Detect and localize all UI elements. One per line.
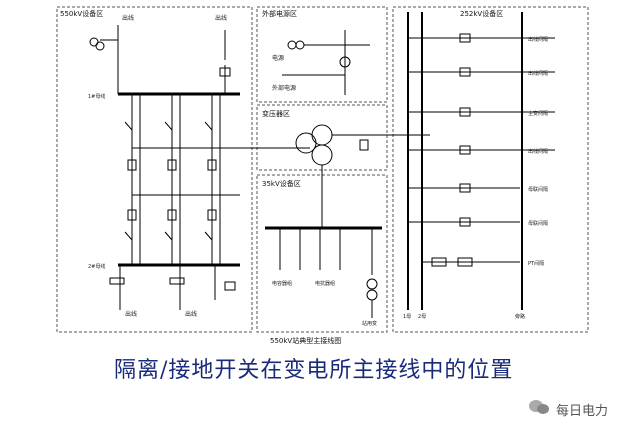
watermark: 每日电力: [528, 398, 608, 420]
line-top2-label: 出线: [215, 14, 227, 22]
row1-label: 出线间隔: [528, 36, 548, 43]
row4-label: 出线间隔: [528, 148, 548, 155]
station-tr-label: 站用变: [362, 320, 377, 327]
transformer-winding-2: [311, 124, 333, 146]
bus1-label: 1#母线: [88, 93, 105, 100]
bypass-label: 旁路: [515, 313, 525, 320]
bay-1: [124, 94, 141, 265]
diagram-title: 550kV站典型主接线图: [270, 336, 341, 345]
row5-label: 母联间隔: [528, 186, 548, 193]
row6-label: 母联间隔: [528, 220, 548, 227]
zone-500kv-label: 550kV设备区: [60, 9, 103, 18]
zone-252kv-box: [392, 6, 589, 333]
bus-252-2-label: 2母: [418, 314, 426, 320]
zone-transformer-label: 变压器区: [262, 109, 290, 118]
row7-label: PT间隔: [528, 260, 544, 267]
zone-35kv-label: 35kV设备区: [262, 179, 301, 188]
row2-label: 出线间隔: [528, 70, 548, 77]
bus2-label: 2#母线: [88, 263, 105, 270]
ext2-label: 外部电源: [272, 84, 296, 92]
bay-2: [164, 94, 181, 265]
zone-external-box: [256, 6, 388, 103]
bus-252-1-label: 1母: [403, 314, 411, 320]
bay-3: [204, 94, 221, 265]
zone-external-label: 外部电源区: [262, 9, 297, 18]
line-top-label: 出线: [122, 14, 134, 22]
figure-caption: 隔离/接地开关在变电所主接线中的位置: [114, 358, 514, 383]
wechat-icon: [528, 398, 550, 420]
transformer-winding-3: [311, 144, 333, 166]
cap2-label: 电抗器组: [315, 280, 335, 287]
ext1-label: 电源: [272, 54, 284, 62]
zone-252kv-label: 252kV设备区: [460, 9, 503, 18]
watermark-text: 每日电力: [556, 403, 609, 419]
bottom2-label: 出线: [185, 310, 197, 318]
cap1-label: 电容器组: [272, 280, 292, 287]
bottom1-label: 出线: [125, 310, 137, 318]
bays-252: [408, 33, 555, 267]
zone-500kv-box: [56, 6, 253, 333]
row3-label: 主变间隔: [528, 110, 548, 117]
